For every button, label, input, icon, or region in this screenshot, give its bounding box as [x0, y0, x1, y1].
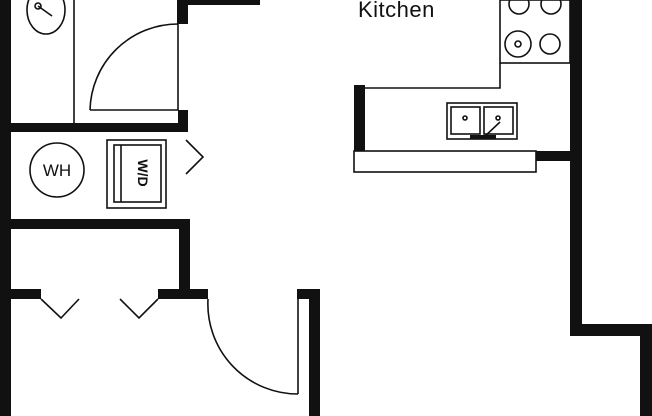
burner-icon: [540, 0, 562, 15]
burner-icon: [504, 30, 532, 58]
water-heater: [29, 142, 85, 198]
closet-door-right: [119, 298, 159, 320]
burner-center: [514, 40, 522, 48]
closet-door-left: [40, 298, 80, 320]
sink-basin: [26, 0, 66, 35]
kitchen-right-wall: [570, 0, 582, 336]
entry-door: [207, 298, 299, 395]
sink-drain: [495, 115, 501, 121]
closet-doors: [40, 298, 159, 320]
sink-outer: [446, 102, 518, 140]
left-outer-wall: [0, 0, 11, 416]
washer-dryer-inner: [113, 144, 162, 203]
top-wall-segment: [188, 0, 260, 5]
sink-bowl-right: [483, 106, 514, 135]
lower-right-wall: [570, 324, 652, 336]
burner-icon: [539, 33, 561, 55]
bathroom: [26, 0, 179, 123]
closet-right-wall: [179, 219, 190, 299]
closet-front-right: [158, 289, 208, 299]
laundry: WH W/D: [29, 139, 205, 209]
entry-door-swing: [207, 298, 299, 395]
right-outer-wall: [640, 324, 652, 416]
closet-front-left: [11, 289, 41, 299]
bath-laundry-wall: [0, 123, 188, 132]
water-heater-label: WH: [43, 161, 71, 180]
bath-door-jamb: [178, 110, 188, 132]
bath-wall-top-stub: [177, 0, 188, 24]
burner-icon: [508, 0, 530, 15]
entry-wall-top: [297, 289, 320, 299]
kitchen-label: Kitchen: [358, 0, 435, 22]
kitchen: Kitchen: [353, 0, 571, 173]
faucet-base: [470, 135, 496, 139]
counter-return-wall: [536, 151, 576, 161]
sink-drain: [462, 115, 468, 121]
kitchen-sink: [446, 102, 518, 140]
counter-edge: [365, 63, 501, 89]
range-burners: [504, 0, 562, 58]
washer-dryer-label: W/D: [135, 159, 151, 186]
bath-door-swing: [89, 23, 179, 111]
sink-drain: [34, 2, 42, 10]
laundry-bifold-door: [185, 139, 205, 175]
sink-faucet: [37, 5, 53, 17]
kitchen-peninsula-wall: [354, 85, 365, 155]
peninsula-bar: [353, 150, 537, 173]
sink-bowl-left: [450, 106, 481, 135]
washer-dryer-unit: [106, 139, 167, 209]
laundry-closet-wall: [0, 219, 190, 229]
entry-wall-right: [309, 289, 320, 416]
